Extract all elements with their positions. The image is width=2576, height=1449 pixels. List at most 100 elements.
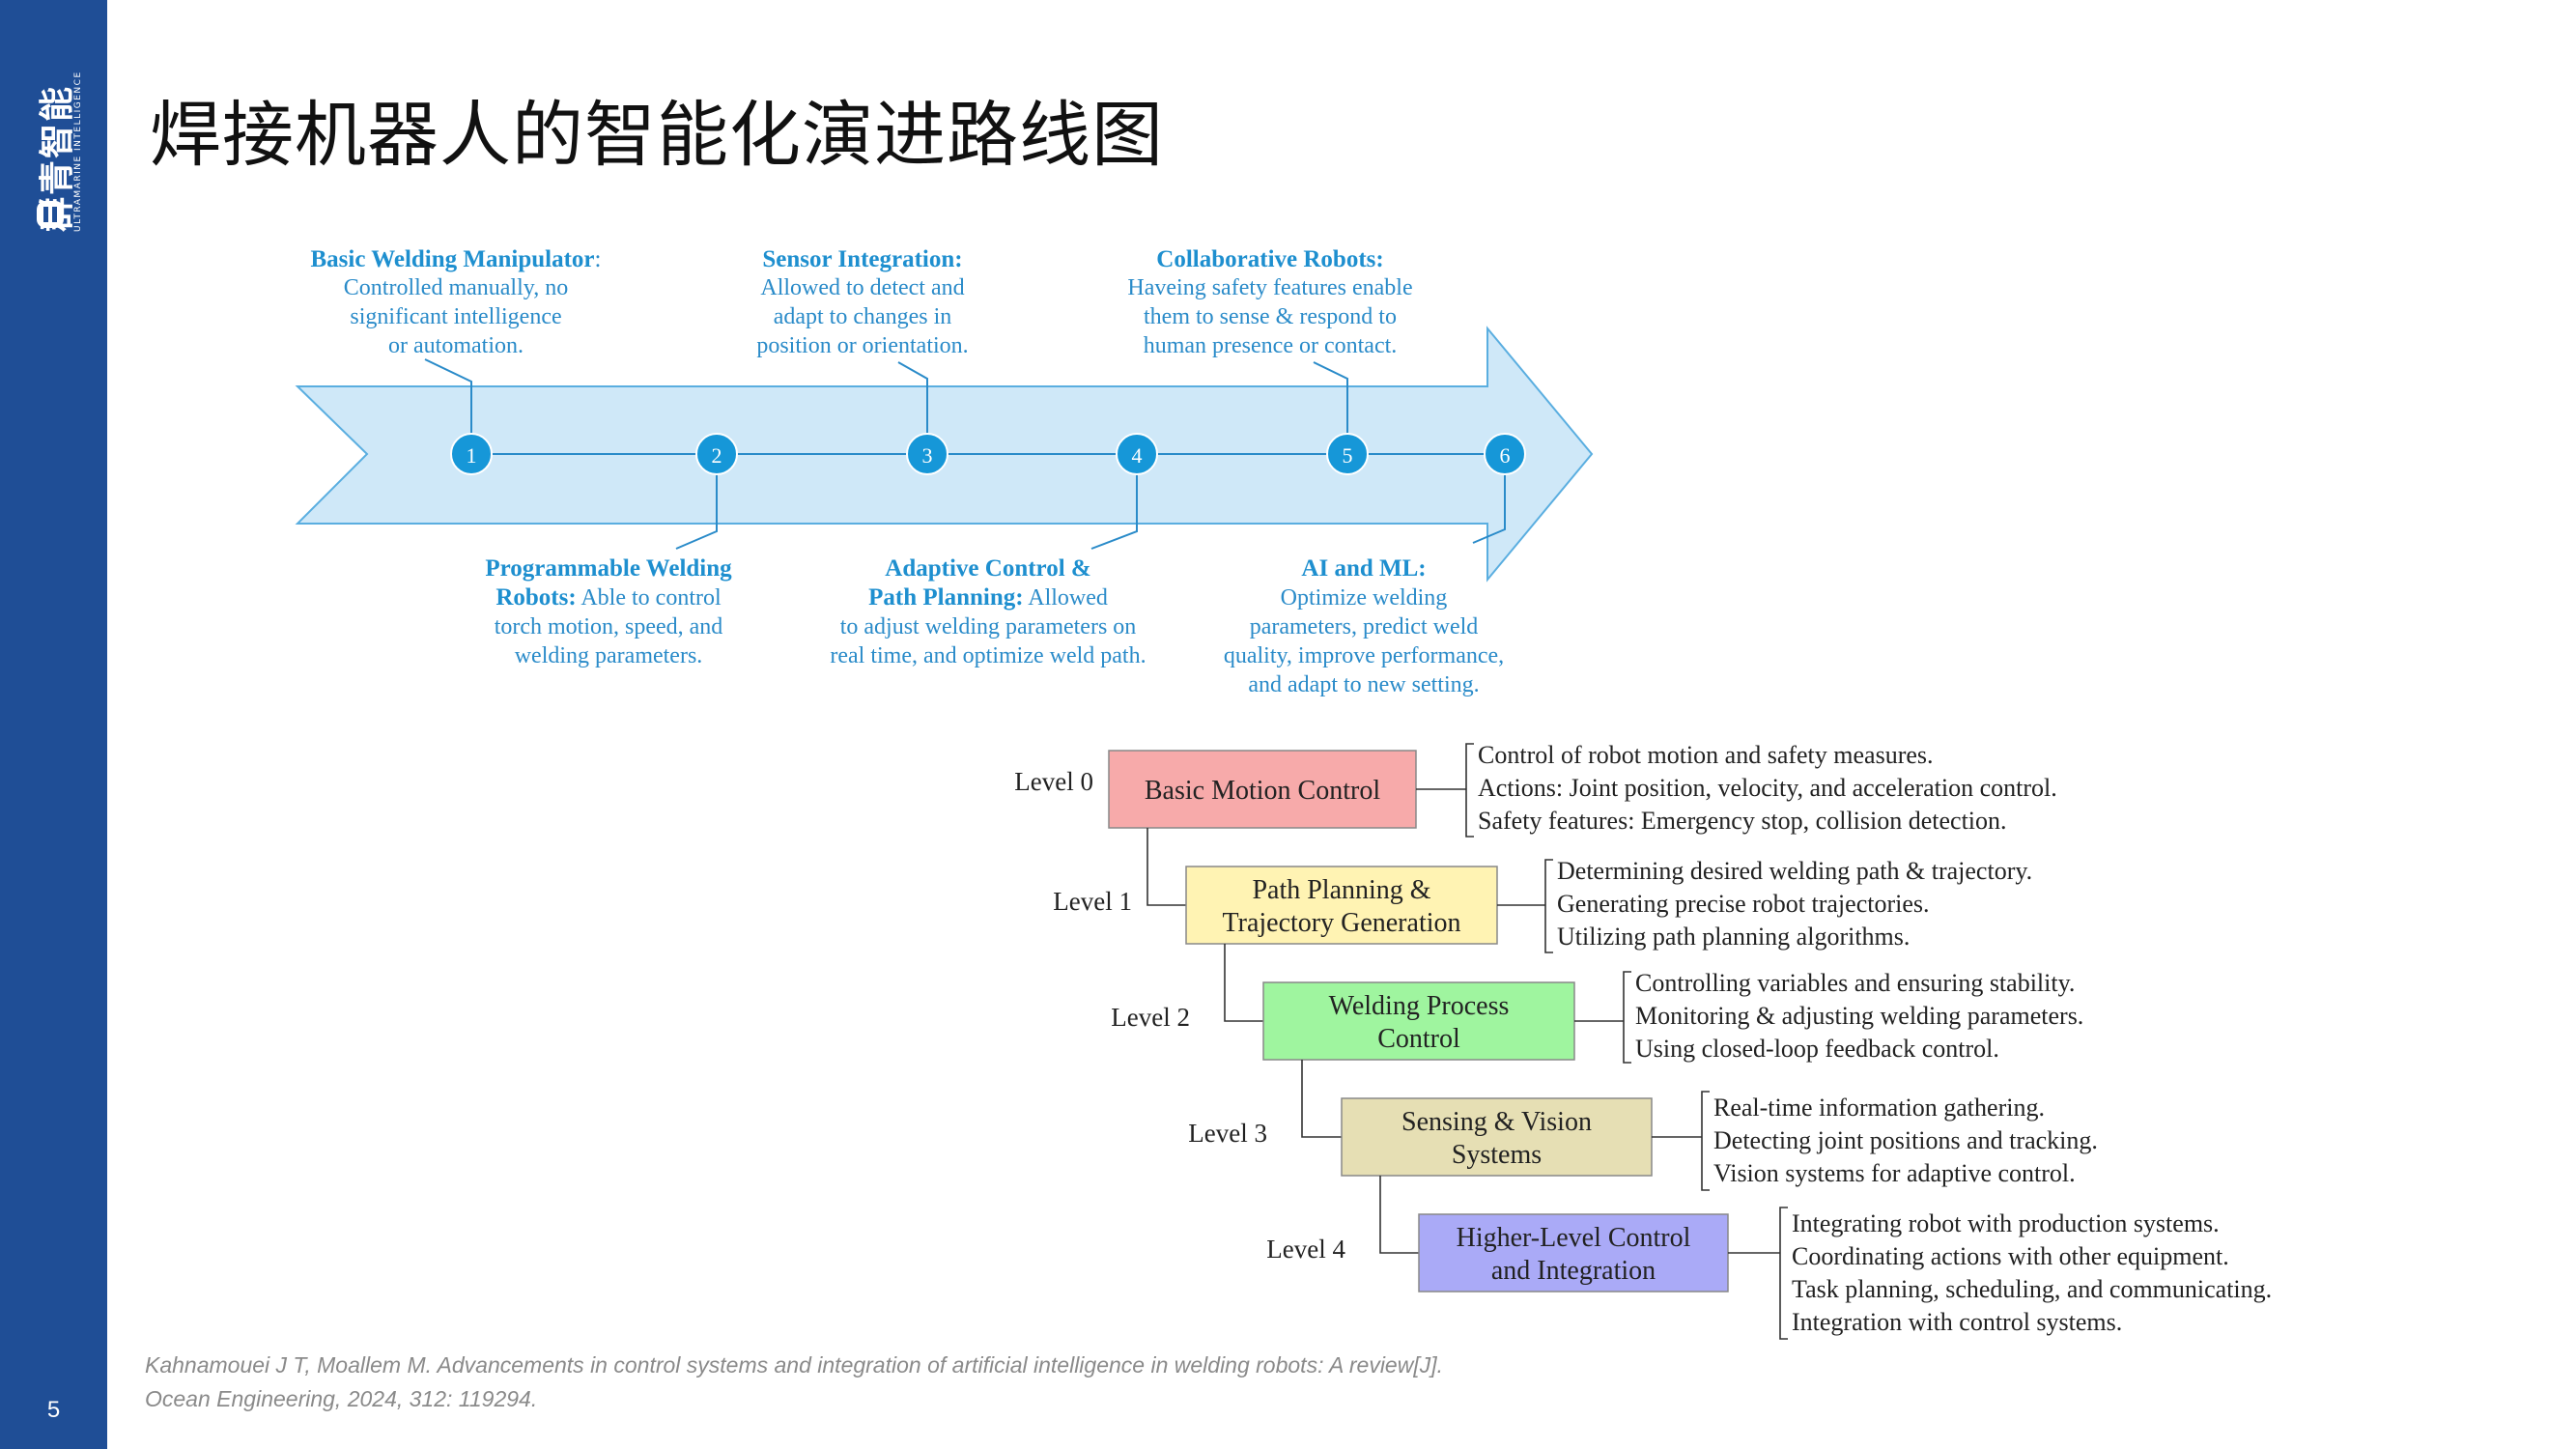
- connector-3: [897, 361, 928, 454]
- detail-text: Detecting joint positions and tracking.: [1713, 1126, 2098, 1154]
- timeline-node-2: 2: [695, 433, 738, 475]
- milestone-text: significant intelligence: [350, 304, 561, 329]
- milestone-text: and adapt to new setting.: [1248, 672, 1479, 697]
- detail-bracket: [1465, 743, 1474, 838]
- connector-5: [1313, 361, 1348, 454]
- level-box-text: Welding Process: [1329, 991, 1510, 1021]
- detail-text: Task planning, scheduling, and communica…: [1792, 1275, 2272, 1303]
- level-box: [1341, 1097, 1653, 1177]
- level-box: [1262, 981, 1575, 1061]
- milestone-text: Optimize welding: [1281, 585, 1448, 611]
- detail-text: Monitoring & adjusting welding parameter…: [1635, 1002, 2083, 1030]
- level-box: [1185, 866, 1498, 945]
- connector-4: [1090, 454, 1138, 550]
- detail-bracket: [1779, 1207, 1788, 1340]
- detail-text: Determining desired welding path & traje…: [1557, 857, 2032, 885]
- milestone-text: human presence or contact.: [1144, 333, 1398, 358]
- connector-2: [675, 454, 718, 550]
- connector-6: [1472, 454, 1506, 544]
- milestone-text: torch motion, speed, and: [495, 614, 723, 639]
- detail-text: Control of robot motion and safety measu…: [1478, 741, 1934, 769]
- timeline: 1 2 3 4 5 6 Basic Welding Manipulator:Control…: [295, 246, 1594, 697]
- level-box-text: Sensing & Vision: [1401, 1107, 1592, 1137]
- milestone-text: position or orientation.: [756, 333, 968, 358]
- timeline-node-6: 6: [1484, 433, 1526, 475]
- hierarchy-connector: [1301, 1060, 1342, 1138]
- milestone-text: parameters, predict weld: [1250, 614, 1479, 639]
- milestone-heading: AI and ML:: [1301, 555, 1426, 582]
- level-box-text: Basic Motion Control: [1145, 776, 1380, 806]
- detail-text: Integration with control systems.: [1792, 1308, 2122, 1336]
- timeline-bottom-label-3: AI and ML: Optimize welding parameters, pr…: [1224, 555, 1504, 697]
- milestone-heading: Robots: Able to control: [495, 584, 722, 611]
- milestone-heading: Collaborative Robots:: [1156, 246, 1383, 272]
- milestone-text: welding parameters.: [515, 643, 703, 668]
- level-label: Level 4: [1266, 1235, 1345, 1264]
- timeline-bottom-label-2: Adaptive Control &Path Planning: Allowed…: [830, 555, 1146, 668]
- detail-text: Real-time information gathering.: [1713, 1094, 2045, 1122]
- level-box-text: Control: [1377, 1024, 1460, 1054]
- timeline-node-label: 4: [1132, 443, 1143, 468]
- timeline-node-1: 1: [450, 433, 493, 475]
- milestone-text: Controlled manually, no: [344, 275, 568, 300]
- level-label: Level 2: [1111, 1003, 1190, 1032]
- detail-bracket: [1623, 971, 1631, 1064]
- milestone-text: adapt to changes in: [774, 304, 952, 329]
- timeline-node-label: 6: [1500, 443, 1511, 468]
- level-box-text: Path Planning &: [1252, 875, 1430, 905]
- detail-text: Coordinating actions with other equipmen…: [1792, 1242, 2229, 1270]
- sidebar: 群青智能 ULTRAMARINE INTELLIGENCE 5: [0, 0, 107, 1449]
- level-box-text: and Integration: [1491, 1256, 1656, 1286]
- hierarchy-connector: [1379, 1176, 1419, 1254]
- detail-text: Utilizing path planning algorithms.: [1557, 923, 1910, 951]
- milestone-text: or automation.: [388, 333, 524, 358]
- level-1: Level 1 Path Planning &Trajectory Generat…: [1053, 828, 2032, 953]
- timeline-node-label: 2: [712, 443, 722, 468]
- level-0: Level 0 Basic Motion Control Control of ro…: [1014, 741, 2057, 838]
- control-hierarchy: Level 0 Basic Motion Control Control of ro…: [1014, 741, 2272, 1340]
- detail-bracket: [1701, 1091, 1710, 1191]
- milestone-text: real time, and optimize weld path.: [830, 643, 1146, 668]
- milestone-text: quality, improve performance,: [1224, 643, 1504, 668]
- milestone-text: to adjust welding parameters on: [840, 614, 1137, 639]
- page-number: 5: [46, 1397, 61, 1423]
- detail-text: Using closed-loop feedback control.: [1635, 1035, 1999, 1063]
- timeline-node-5: 5: [1326, 433, 1369, 475]
- connector-1: [424, 358, 472, 454]
- milestone-text: Allowed to detect and: [760, 275, 964, 300]
- hierarchy-connector: [1146, 828, 1186, 906]
- timeline-node-label: 3: [922, 443, 933, 468]
- timeline-top-label-3: Collaborative Robots: Haveing safety feat…: [1127, 246, 1412, 358]
- timeline-node-label: 5: [1343, 443, 1353, 468]
- milestone-heading: Path Planning: Allowed: [868, 584, 1108, 611]
- hierarchy-connector: [1224, 944, 1263, 1022]
- detail-text: Vision systems for adaptive control.: [1713, 1159, 2076, 1187]
- timeline-node-4: 4: [1116, 433, 1158, 475]
- level-box: [1108, 750, 1417, 829]
- timeline-top-label-2: Sensor Integration: Allowed to detect and…: [756, 246, 968, 358]
- detail-text: Actions: Joint position, velocity, and a…: [1478, 774, 2057, 802]
- detail-text: Generating precise robot trajectories.: [1557, 890, 1930, 918]
- milestone-heading: Programmable Welding: [485, 555, 732, 582]
- milestone-text: Haveing safety features enable: [1127, 275, 1412, 300]
- citation: Kahnamouei J T, Moallem M. Advancements …: [145, 1352, 1444, 1411]
- level-label: Level 0: [1014, 767, 1093, 796]
- page-title: 焊接机器人的智能化演进路线图: [150, 94, 1164, 177]
- level-box-text: Systems: [1452, 1140, 1542, 1170]
- brand-mark-icon: [37, 201, 64, 228]
- timeline-top-label-1: Basic Welding Manipulator:Controlled man…: [311, 246, 602, 358]
- level-label: Level 1: [1053, 887, 1132, 916]
- timeline-node-3: 3: [906, 433, 948, 475]
- level-box-text: Trajectory Generation: [1223, 908, 1461, 938]
- level-label: Level 3: [1188, 1119, 1267, 1148]
- milestone-heading: Sensor Integration:: [762, 246, 962, 272]
- level-box: [1418, 1213, 1729, 1293]
- detail-text: Integrating robot with production system…: [1792, 1209, 2220, 1237]
- level-box-text: Higher-Level Control: [1457, 1223, 1691, 1253]
- milestone-heading: Adaptive Control &: [885, 555, 1090, 582]
